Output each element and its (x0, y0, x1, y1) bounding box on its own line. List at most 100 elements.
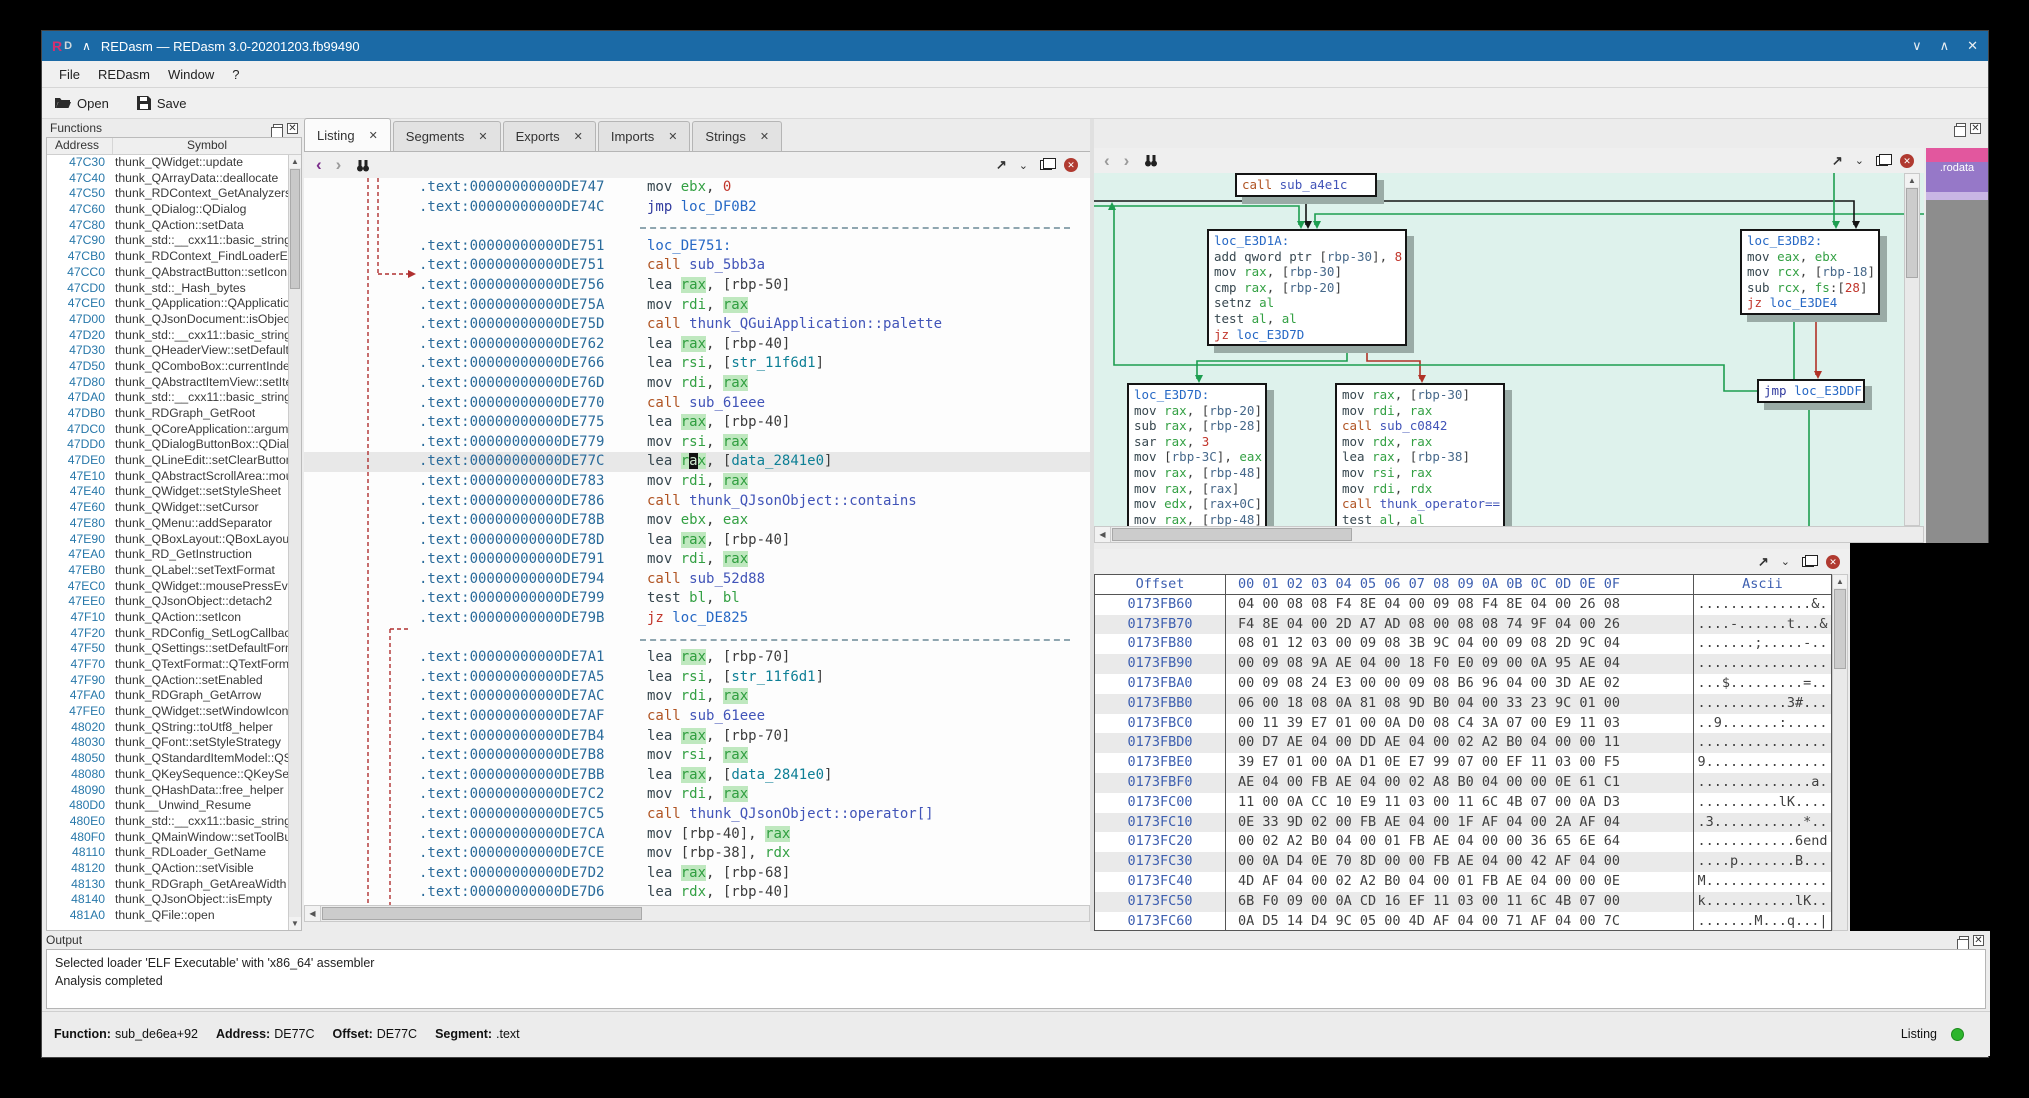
scroll-left-icon[interactable]: ◀ (305, 906, 321, 921)
close-window-button[interactable]: ✕ (1967, 38, 1978, 54)
chevron-down-icon[interactable]: ⌄ (1781, 555, 1790, 568)
hex-row[interactable]: 0173FC506B F0 09 00 0A CD 16 EF 11 03 00… (1095, 892, 1831, 912)
function-row[interactable]: 47F10thunk_QAction::setIcon (47, 610, 288, 626)
menu-help[interactable]: ? (223, 63, 248, 86)
open-button[interactable]: Open (50, 94, 113, 113)
function-row[interactable]: 47CB0thunk_RDContext_FindLoaderEntries (47, 249, 288, 265)
goto-icon[interactable]: ↗ (1832, 153, 1843, 169)
function-row[interactable]: 47FA0thunk_RDGraph_GetArrow (47, 688, 288, 704)
forward-icon[interactable]: › (336, 155, 342, 175)
function-row[interactable]: 47DD0thunk_QDialogButtonBox::QDialog... (47, 437, 288, 453)
listing-line[interactable]: .text:00000000000DE75Dcall thunk_QGuiApp… (304, 315, 1090, 335)
hex-row[interactable]: 0173FC600A D5 14 D4 9C 05 00 4D AF 04 00… (1095, 912, 1831, 931)
minimap-segment[interactable] (1926, 192, 1988, 200)
listing-line[interactable]: .text:00000000000DE762lea rax, [rbp-40] (304, 335, 1090, 355)
function-row[interactable]: 47E10thunk_QAbstractScrollArea::mouseR..… (47, 469, 288, 485)
function-row[interactable]: 48030thunk_QFont::setStyleStrategy (47, 735, 288, 751)
hexdump-vscrollbar[interactable]: ▲ (1832, 574, 1848, 931)
close-tab-icon[interactable]: ✕ (760, 130, 769, 143)
search-binoculars-icon[interactable] (1143, 153, 1159, 168)
function-row[interactable]: 47CE0thunk_QApplication::QApplication (47, 296, 288, 312)
function-row[interactable]: 47E80thunk_QMenu::addSeparator (47, 516, 288, 532)
graph-block[interactable]: loc_E3DB2:mov eax, ebxmov rcx, [rbp-18]s… (1740, 229, 1880, 315)
graph-vscrollbar[interactable]: ▲ (1904, 173, 1920, 526)
back-icon[interactable]: ‹ (1104, 151, 1110, 171)
listing-line[interactable]: .text:00000000000DE7CEmov [rbp-38], rdx (304, 844, 1090, 864)
listing-line[interactable]: .text:00000000000DE75Amov rdi, rax (304, 296, 1090, 316)
listing-line[interactable]: .text:00000000000DE7D6lea rdx, [rbp-40] (304, 883, 1090, 903)
scroll-up-icon[interactable]: ▲ (1833, 575, 1847, 588)
hexdump-view[interactable]: Offset00 01 02 03 04 05 06 07 08 09 0A 0… (1094, 574, 1832, 931)
listing-line[interactable]: .text:00000000000DE786call thunk_QJsonOb… (304, 492, 1090, 512)
scroll-thumb[interactable] (290, 169, 300, 289)
listing-line[interactable]: .text:00000000000DE7B8mov rsi, rax (304, 746, 1090, 766)
listing-line[interactable]: .text:00000000000DE7AFcall sub_61eee (304, 707, 1090, 727)
maximize-button[interactable]: ∧ (1940, 38, 1950, 54)
listing-line[interactable]: .text:00000000000DE7A5lea rsi, [str_11f6… (304, 668, 1090, 688)
function-row[interactable]: 48110thunk_RDLoader_GetName (47, 845, 288, 861)
function-row[interactable]: 480F0thunk_QMainWindow::setToolButto... (47, 830, 288, 846)
function-row[interactable]: 47E60thunk_QWidget::setCursor (47, 500, 288, 516)
hex-row[interactable]: 0173FBD000 D7 AE 04 00 DD AE 04 00 02 A2… (1095, 733, 1831, 753)
listing-hscrollbar[interactable]: ◀ (304, 905, 1090, 922)
listing-line[interactable]: .text:00000000000DE747mov ebx, 0 (304, 178, 1090, 198)
graph-block[interactable]: call sub_a4e1c (1235, 173, 1377, 197)
listing-line[interactable]: .text:00000000000DE7A1lea rax, [rbp-70] (304, 648, 1090, 668)
listing-line[interactable]: .text:00000000000DE7C2mov rdi, rax (304, 785, 1090, 805)
scroll-thumb[interactable] (1112, 528, 1352, 541)
hex-row[interactable]: 0173FC3000 0A D4 0E 70 8D 00 00 FB AE 04… (1095, 852, 1831, 872)
function-row[interactable]: 47D30thunk_QHeaderView::setDefaultSect..… (47, 343, 288, 359)
function-row[interactable]: 48140thunk_QJsonObject::isEmpty (47, 892, 288, 908)
menu-redasm[interactable]: REDasm (89, 63, 159, 86)
listing-line[interactable]: .text:00000000000DE766lea rsi, [str_11f6… (304, 354, 1090, 374)
goto-icon[interactable]: ↗ (1758, 554, 1769, 570)
hex-row[interactable]: 0173FBC000 11 39 E7 01 00 0A D0 08 C4 3A… (1095, 714, 1831, 734)
function-row[interactable]: 48050thunk_QStandardItemModel::QStan... (47, 751, 288, 767)
scroll-down-icon[interactable]: ▼ (289, 917, 301, 930)
listing-line[interactable]: .text:00000000000DE7BBlea rax, [data_284… (304, 766, 1090, 786)
forward-icon[interactable]: › (1124, 151, 1130, 171)
listing-line[interactable]: .text:00000000000DE7ACmov rdi, rax (304, 687, 1090, 707)
listing-line[interactable]: .text:00000000000DE775lea rax, [rbp-40] (304, 413, 1090, 433)
function-row[interactable]: 47CD0thunk_std::_Hash_bytes (47, 281, 288, 297)
listing-line[interactable]: .text:00000000000DE78Bmov ebx, eax (304, 511, 1090, 531)
output-log[interactable]: Selected loader 'ELF Executable' with 'x… (46, 949, 1986, 1009)
listing-line[interactable]: .text:00000000000DE794call sub_52d88 (304, 570, 1090, 590)
listing-line[interactable]: .text:00000000000DE779mov rsi, rax (304, 433, 1090, 453)
scroll-thumb[interactable] (322, 907, 642, 920)
hex-row[interactable]: 0173FC100E 33 9D 02 00 FB AE 04 00 1F AF… (1095, 813, 1831, 833)
scroll-thumb[interactable] (1906, 188, 1918, 278)
hex-row[interactable]: 0173FC404D AF 04 00 02 A2 B0 04 00 01 FB… (1095, 872, 1831, 892)
function-row[interactable]: 47D80thunk_QAbstractItemView::setItem... (47, 375, 288, 391)
close-tab-icon[interactable]: ✕ (369, 129, 378, 142)
function-row[interactable]: 480D0thunk__Unwind_Resume (47, 798, 288, 814)
listing-line[interactable]: .text:00000000000DE74Cjmp loc_DF0B2 (304, 198, 1090, 218)
chevron-down-icon[interactable]: ⌄ (1019, 159, 1028, 172)
hex-row[interactable]: 0173FC0011 00 0A CC 10 E9 11 03 00 11 6C… (1095, 793, 1831, 813)
function-row[interactable]: 47F70thunk_QTextFormat::QTextFormat (47, 657, 288, 673)
close-panel-icon[interactable]: ✕ (1973, 935, 1984, 946)
listing-line[interactable]: .text:00000000000DE756lea rax, [rbp-50] (304, 276, 1090, 296)
function-row[interactable]: 47CC0thunk_QAbstractButton::setIconSize (47, 265, 288, 281)
listing-line[interactable]: .text:00000000000DE7CAmov [rbp-40], rax (304, 825, 1090, 845)
detach-window-icon[interactable] (1802, 557, 1814, 567)
function-row[interactable]: 47EB0thunk_QLabel::setTextFormat (47, 563, 288, 579)
listing-line[interactable]: .text:00000000000DE751call sub_5bb3a (304, 256, 1090, 276)
function-row[interactable]: 47C30thunk_QWidget::update (47, 155, 288, 171)
function-row[interactable]: 47F20thunk_RDConfig_SetLogCallback (47, 626, 288, 642)
function-row[interactable]: 47D20thunk_std::__cxx11::basic_string<ch… (47, 328, 288, 344)
function-row[interactable]: 47C60thunk_QDialog::QDialog (47, 202, 288, 218)
function-row[interactable]: 47E90thunk_QBoxLayout::QBoxLayout (47, 532, 288, 548)
hex-row[interactable]: 0173FC2000 02 A2 B0 04 00 01 FB AE 04 00… (1095, 832, 1831, 852)
close-view-icon[interactable]: ✕ (1826, 555, 1840, 569)
function-row[interactable]: 47DA0thunk_std::__cxx11::basic_string<ch… (47, 390, 288, 406)
function-row[interactable]: 48130thunk_RDGraph_GetAreaWidth (47, 877, 288, 893)
listing-line[interactable]: .text:00000000000DE7D2lea rax, [rbp-68] (304, 864, 1090, 884)
menu-file[interactable]: File (50, 63, 89, 86)
hex-row[interactable]: 0173FB8008 01 12 03 00 09 08 3B 9C 04 00… (1095, 634, 1831, 654)
function-row[interactable]: 48020thunk_QString::toUtf8_helper (47, 720, 288, 736)
function-row[interactable]: 47DE0thunk_QLineEdit::setClearButtonEn..… (47, 453, 288, 469)
function-row[interactable]: 47C90thunk_std::__cxx11::basic_string<ch… (47, 233, 288, 249)
close-tab-icon[interactable]: ✕ (574, 130, 583, 143)
scroll-up-icon[interactable]: ▲ (1905, 174, 1919, 187)
